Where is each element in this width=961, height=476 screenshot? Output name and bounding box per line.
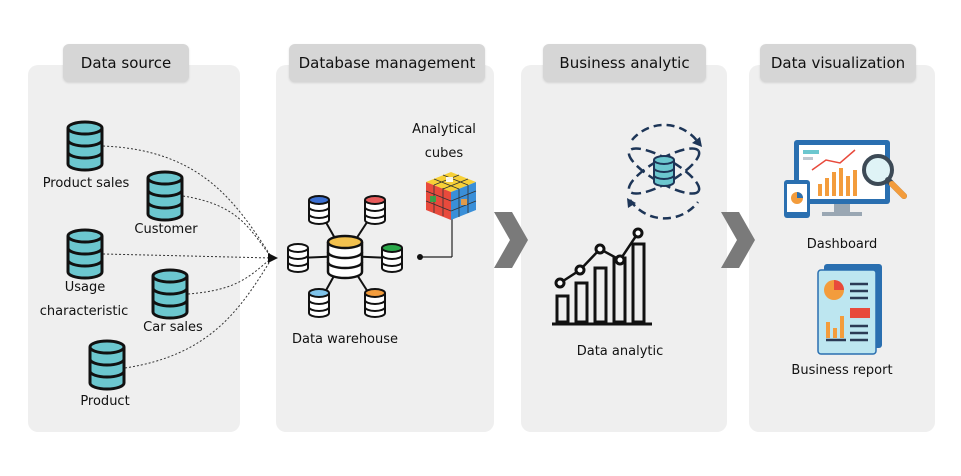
database-icon-product-sales [66, 120, 104, 172]
connector-arrowhead [268, 253, 278, 263]
label-product: Product [80, 394, 130, 409]
rubiks-cube-icon [425, 172, 477, 220]
data-source-panel [28, 65, 240, 432]
chevron-right-icon [494, 212, 528, 268]
report-document-icon [817, 264, 882, 355]
label-cubes: cubes [424, 146, 464, 161]
warehouse-satellites [287, 195, 403, 318]
label-business-report: Business report [791, 363, 893, 378]
database-icon-product [88, 339, 126, 391]
dashboard-monitor-icon [784, 140, 907, 218]
sync-center-database [653, 155, 675, 187]
label-customer: Customer [134, 222, 198, 237]
warehouse-center-database [326, 234, 364, 280]
label-data-warehouse: Data warehouse [291, 332, 399, 347]
data-visualization-panel [749, 65, 935, 432]
label-usage-line2: characteristic [39, 304, 129, 319]
database-icon-car-sales [151, 268, 189, 320]
label-usage-line1: Usage [64, 280, 106, 295]
header-data-source: Data source [63, 44, 189, 82]
database-icon-usage [66, 228, 104, 280]
database-icon-customer [146, 170, 184, 222]
source-connectors [102, 145, 273, 369]
label-product-sales: Product sales [42, 176, 130, 191]
business-analytic-panel [521, 65, 727, 432]
header-database-management: Database management [289, 44, 485, 82]
chevron-right-icon-2 [721, 212, 755, 268]
label-data-analytic: Data analytic [576, 344, 664, 359]
cube-connector [420, 218, 453, 258]
label-car-sales: Car sales [143, 320, 203, 335]
header-data-visualization: Data visualization [760, 44, 916, 82]
header-business-analytic: Business analytic [543, 44, 706, 82]
label-analytical: Analytical [412, 122, 476, 137]
label-dashboard: Dashboard [806, 237, 878, 252]
bar-chart-icon [552, 227, 652, 326]
